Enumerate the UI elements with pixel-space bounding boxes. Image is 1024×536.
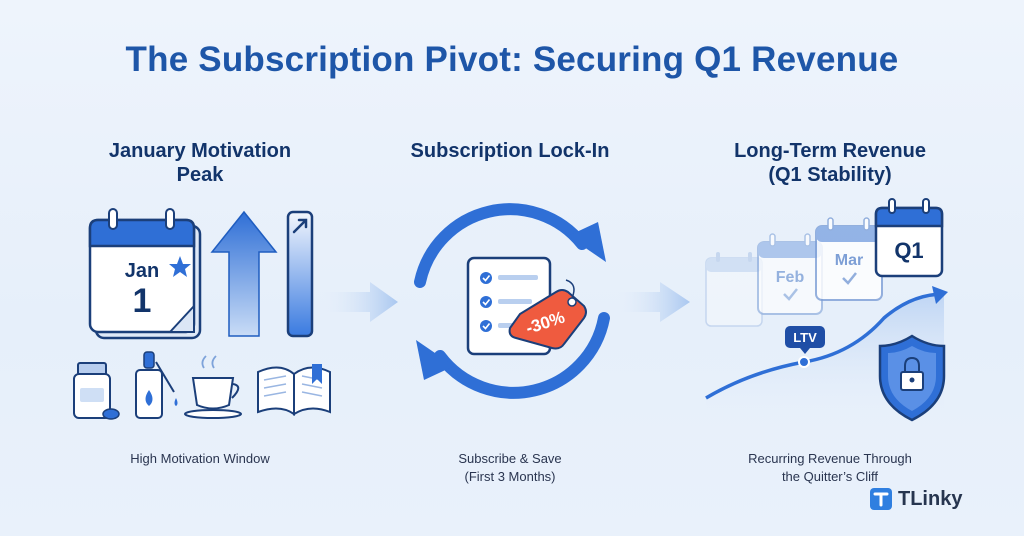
cycle-arrows-icon [414,203,610,399]
heading-motivation-line1: January Motivation [108,140,292,162]
dropper-bottle-icon [135,351,178,419]
caption-motivation-text: High Motivation Window [130,451,270,466]
flow-arrow-2 [615,282,690,322]
heading-lockin-line1: Subscription Lock-In [410,140,610,162]
calendar-day-label: 1 [133,282,152,320]
discount-tag-icon [508,279,587,350]
brand-name: TLinky [898,487,963,510]
calendar-feb-icon [757,233,823,315]
open-book-icon [257,364,331,416]
brand-logo: TLinky [870,484,962,514]
caption-revenue-line1: Recurring Revenue Through [748,451,912,466]
coffee-cup-icon [184,355,242,419]
page-title: The Subscription Pivot: Securing Q1 Reve… [125,40,899,79]
up-arrow-icon [210,210,278,337]
calendar-feb-label: Feb [776,269,805,286]
shield-lock-icon [878,334,946,422]
heading-revenue-line2: (Q1 Stability) [768,164,892,186]
calendar-month-label: Jan [125,260,159,282]
heading-long-term-revenue: Long-Term Revenue (Q1 Stability) [700,139,960,187]
calendar-jan-icon [88,208,202,340]
caption-lockin-line2: (First 3 Months) [464,469,556,484]
caption-lockin-line1: Subscribe & Save [458,451,562,466]
supplement-bottle-icon [73,362,120,420]
calendar-q1-label: Q1 [894,238,923,263]
motivation-bar [286,210,314,338]
heading-revenue-line1: Long-Term Revenue [734,140,926,162]
caption-revenue: Recurring Revenue Through the Quitter’s … [700,450,960,486]
caption-motivation: High Motivation Window [70,450,330,468]
heading-motivation-peak: January Motivation Peak [70,139,330,187]
heading-subscription-lockin: Subscription Lock-In [380,139,640,163]
tlinky-logo-icon [870,488,892,510]
ltv-label: LTV [793,330,817,345]
caption-lockin: Subscribe & Save (First 3 Months) [380,450,640,486]
calendar-mar-icon [815,217,883,301]
flow-arrow-1 [320,282,398,322]
calendar-faded-icon [705,252,763,327]
calendar-q1-icon [874,198,944,278]
calendar-mar-label: Mar [835,252,863,269]
ltv-callout [785,326,825,354]
star-icon [169,256,191,277]
heading-motivation-line2: Peak [176,164,224,186]
caption-revenue-line2: the Quitter’s Cliff [781,469,879,484]
